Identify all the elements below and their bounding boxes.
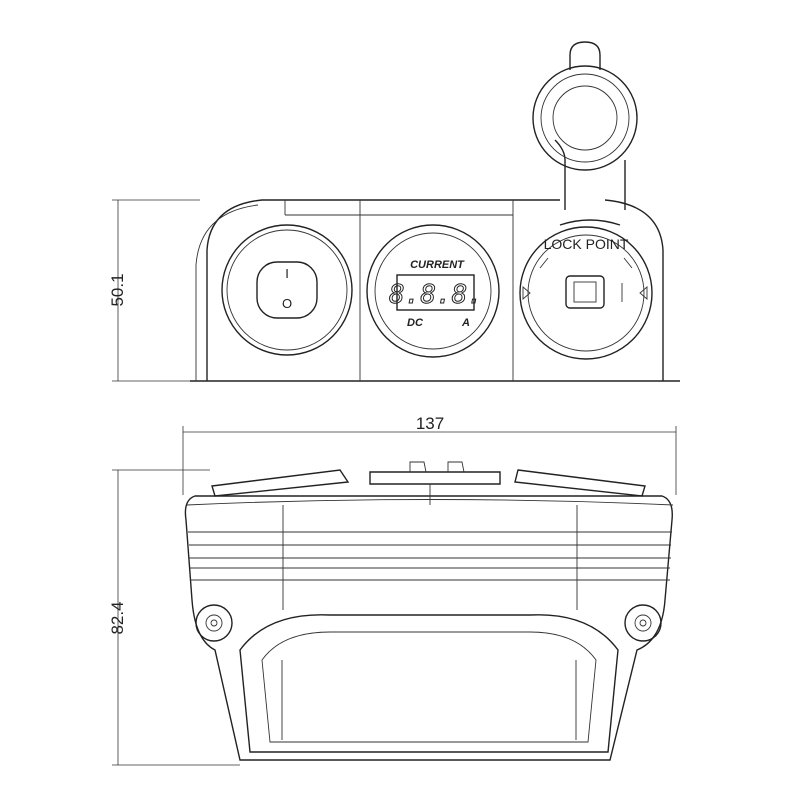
ammeter-bezel-inner [374,232,492,350]
mounting-boss [195,604,233,642]
ammeter-dc-label: DC [407,317,424,329]
rib-line [186,499,674,506]
mounting-hole-left [195,604,233,642]
dimension-height-value: 50.1 [108,273,127,306]
ammeter-display-window [396,274,475,311]
switch-bezel-inner [226,229,348,351]
top-flange-right [514,469,646,497]
ammeter-bezel-outer [366,224,500,358]
screw-hole-icon [205,614,223,632]
socket-cap-strap [554,139,626,226]
lower-recess-outer [239,614,619,753]
recess-line [281,660,577,740]
screw-hole-icon [634,614,652,632]
socket-cap-tab [569,41,601,70]
lock-arrow-icon [522,286,648,300]
socket-bezel-outer [519,226,653,360]
lower-recess-inner [261,631,597,743]
front-view: I O CURRENT 8.8.8. DC A LOCK POINT [108,41,680,382]
switch-on-mark: I [285,266,289,281]
socket-cap-outer [532,65,638,171]
front-housing-outline [190,199,680,382]
ammeter-unit-label: A [461,317,470,329]
socket-cap-center [552,85,618,151]
ammeter-header: CURRENT [410,259,465,271]
mounting-boss [624,604,662,642]
top-body-outline [184,495,673,761]
rocker-switch: I O [221,224,353,356]
front-housing-inner-line [195,204,259,381]
screw-center [639,619,647,627]
dimension-depth: 82.4 [108,469,240,766]
top-view: 137 [108,414,677,766]
dimension-depth-value: 82.4 [108,601,127,634]
dimension-height: 50.1 [108,199,200,382]
top-flange-left [211,469,350,497]
dimension-width: 137 [182,414,677,495]
switch-rocker [256,261,318,319]
ammeter: CURRENT 8.8.8. DC A [366,224,500,358]
switch-bezel-outer [221,224,353,356]
top-flange-center [369,471,501,485]
lock-direction-arrow-icon [539,257,633,269]
ammeter-digits: 8.8.8. [389,280,483,310]
screw-center [210,619,218,627]
top-tabs [409,461,465,473]
socket-lock-inner [573,281,597,303]
socket-lock-slot [565,275,605,309]
socket-cap-ring [540,73,630,163]
power-socket: LOCK POINT [519,41,653,360]
dimension-width-value: 137 [416,414,444,433]
mounting-hole-right [624,604,662,642]
socket-bezel-inner [527,234,645,352]
switch-off-mark: O [282,296,292,311]
lock-point-label: LOCK POINT [544,236,629,252]
